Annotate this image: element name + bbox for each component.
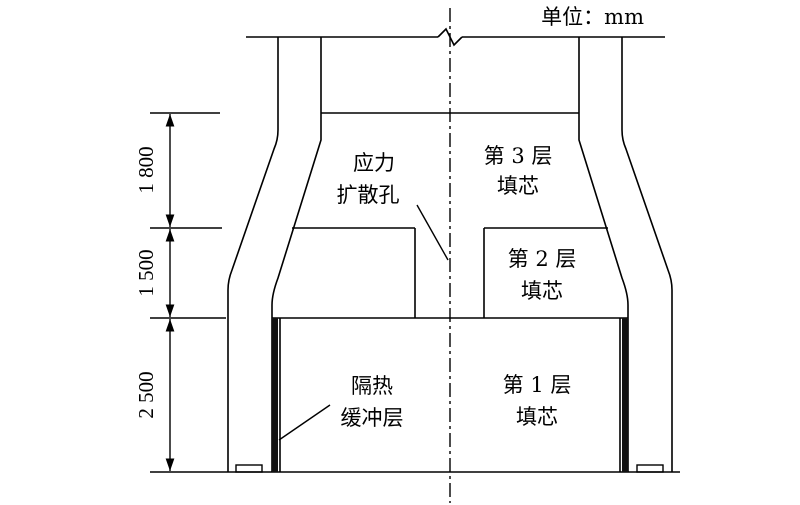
insulation-strip-left — [272, 318, 278, 472]
dimension-lines — [150, 112, 226, 473]
stress-hole-label-1: 应力 — [353, 151, 395, 175]
base-block-left — [235, 464, 263, 473]
stress-hole-leader — [416, 204, 449, 261]
stress-hole-label-2: 扩散孔 — [337, 183, 400, 207]
dim-top-text: 1 800 — [134, 146, 158, 193]
dim-bottom-text: 2 500 — [134, 371, 158, 418]
layer2-label-1: 第 2 层 — [508, 247, 577, 271]
insulation-label-2: 缓冲层 — [341, 406, 404, 430]
unit-label: 单位：mm — [541, 5, 644, 29]
right-wall — [578, 37, 673, 472]
layer3-label-1: 第 3 层 — [484, 144, 553, 168]
layer1-label-1: 第 1 层 — [503, 373, 572, 397]
layer2-label-2: 填芯 — [521, 279, 563, 303]
insulation-label-1: 隔热 — [351, 374, 393, 398]
left-wall — [227, 37, 322, 472]
top-line — [246, 27, 665, 47]
dim-middle-text: 1 500 — [134, 249, 158, 296]
base-block-right — [636, 464, 664, 473]
insulation-strip-right — [622, 318, 628, 472]
layer1-label-2: 填芯 — [516, 405, 558, 429]
insulation-leader — [278, 404, 331, 441]
layer-lines — [272, 112, 628, 472]
layer3-label-2: 填芯 — [497, 174, 539, 198]
